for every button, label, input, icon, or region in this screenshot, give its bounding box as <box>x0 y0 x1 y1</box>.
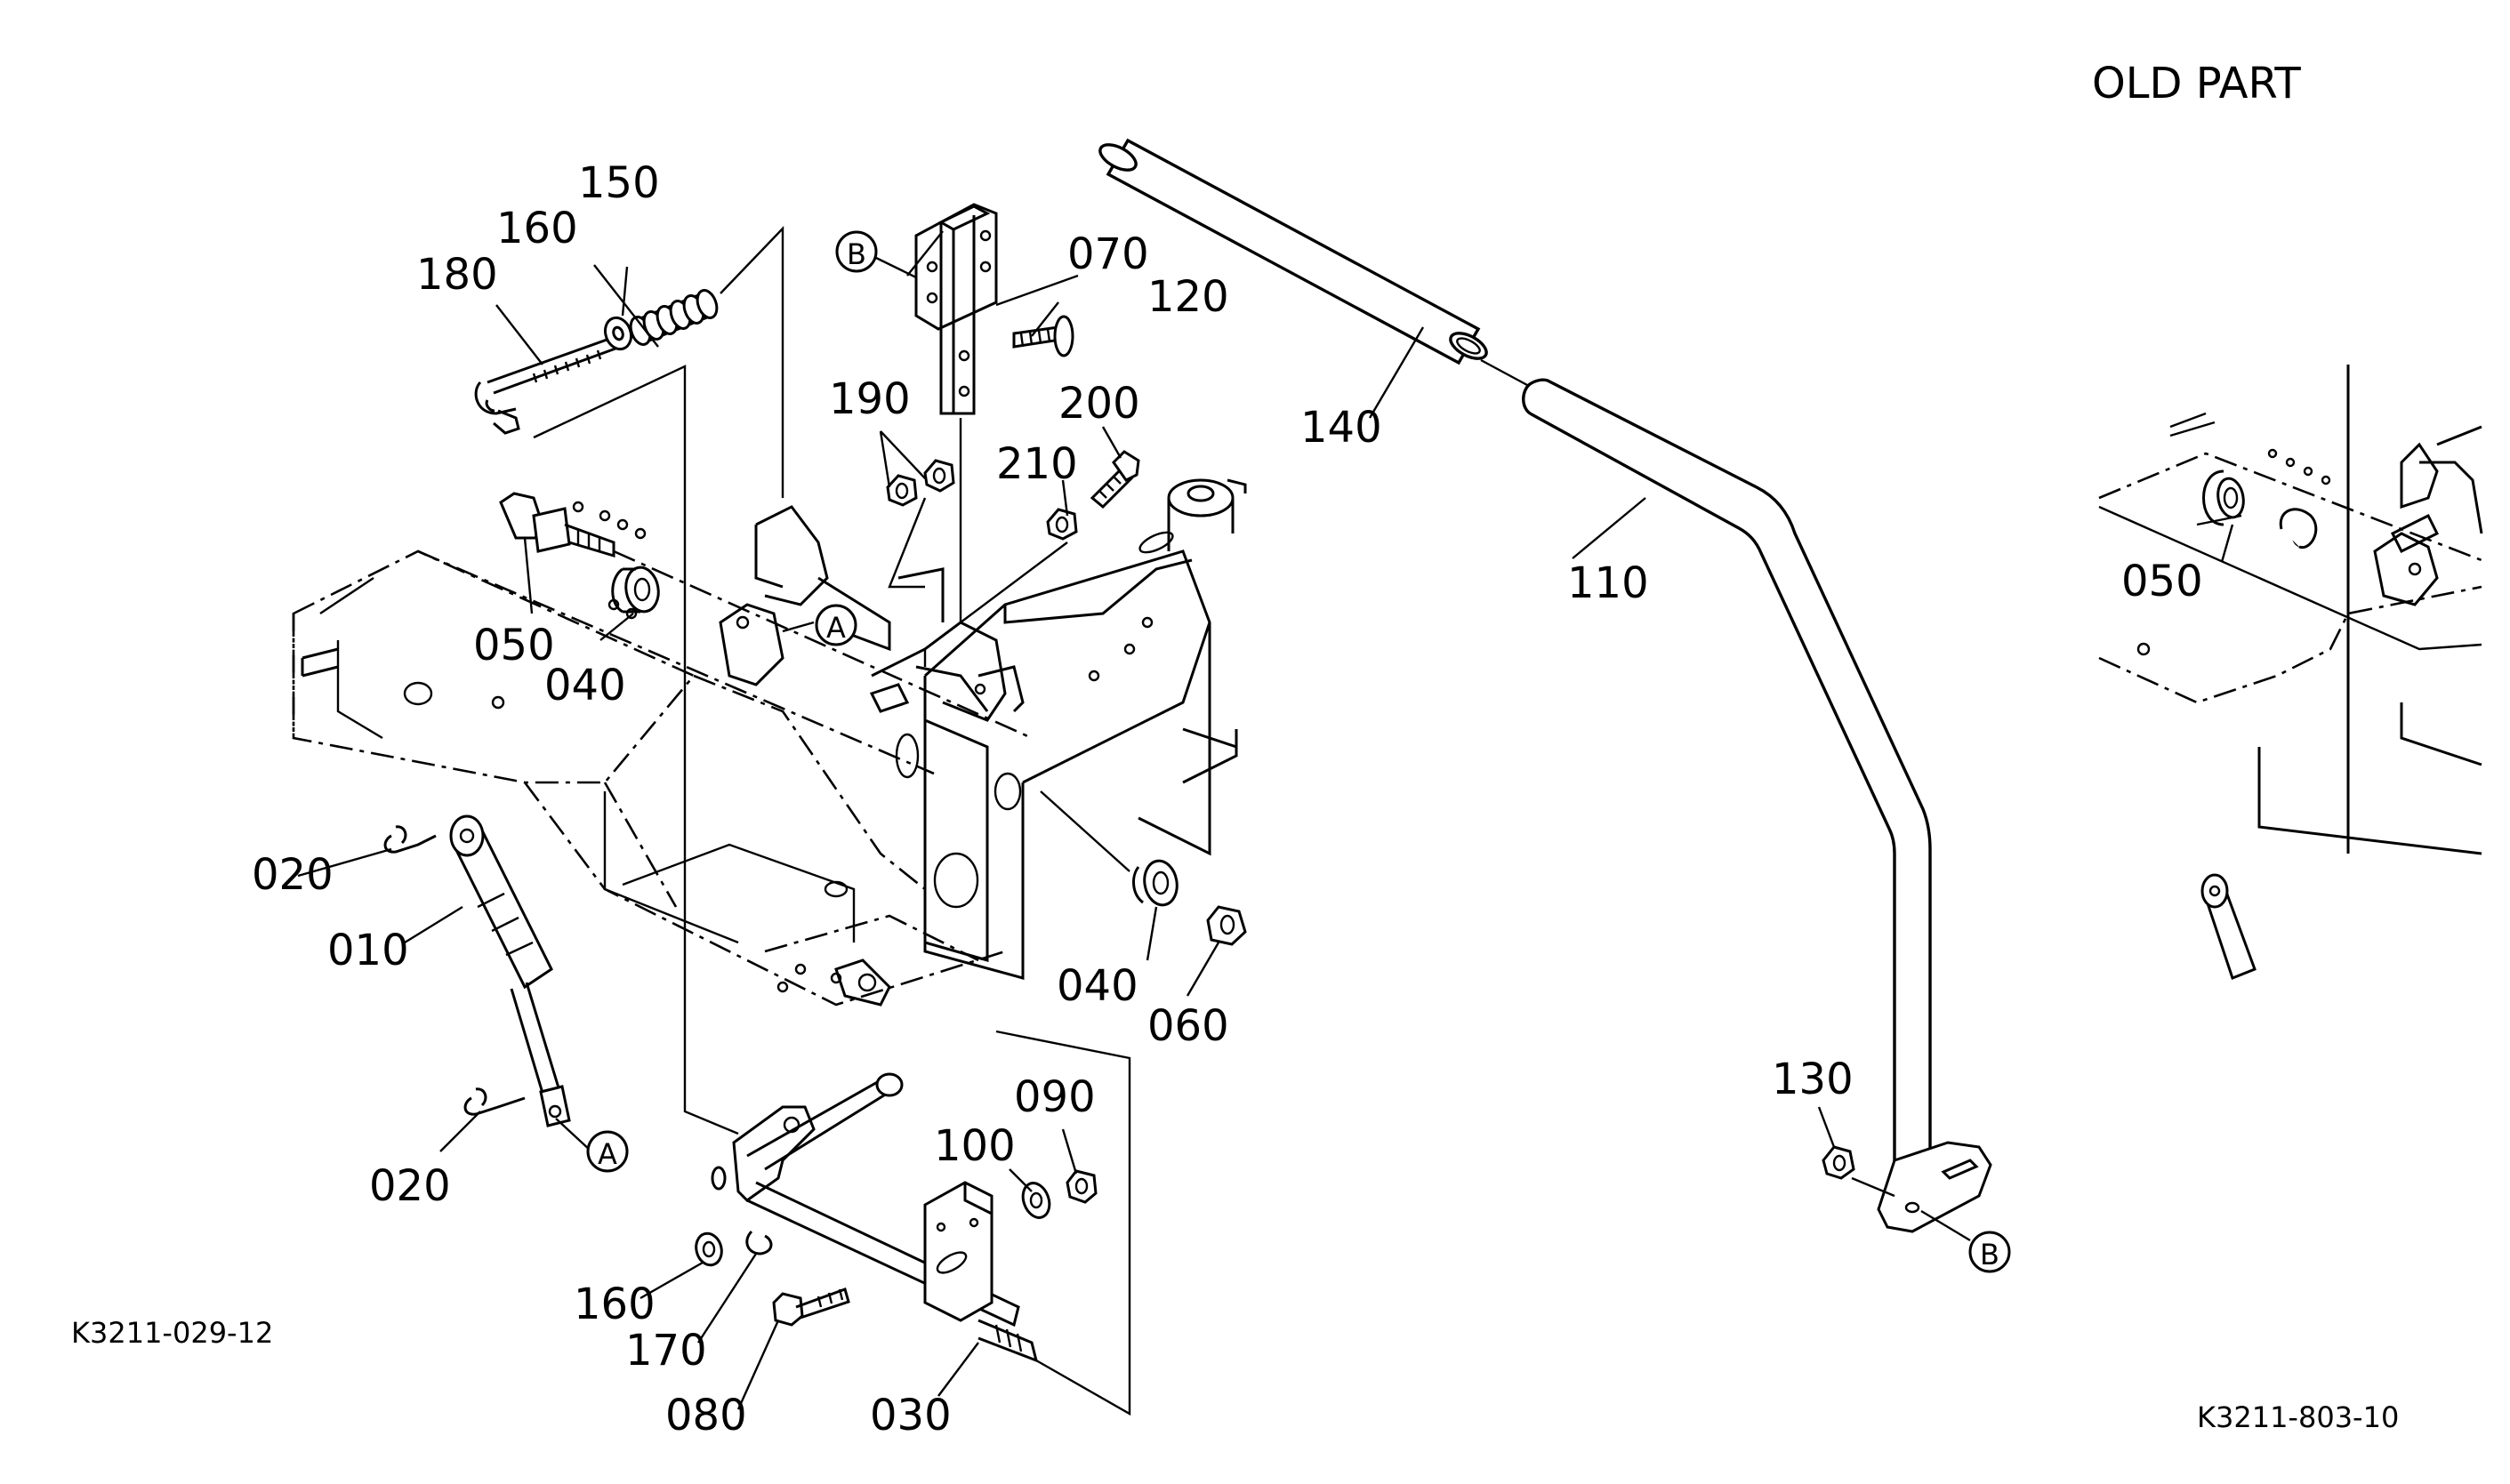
ref-a-mid: A <box>815 604 857 646</box>
ref-b-top-letter: B <box>847 237 866 271</box>
callout-040-upper: 040 <box>544 661 626 710</box>
ref-b-top: B <box>835 230 878 273</box>
callout-140: 140 <box>1300 403 1382 453</box>
callout-210: 210 <box>996 439 1078 489</box>
collar-050-bushing-040 <box>499 492 1033 740</box>
callout-180: 180 <box>416 250 498 300</box>
bracket-070-assembly <box>914 203 1074 622</box>
callout-070: 070 <box>1067 229 1149 279</box>
callout-120: 120 <box>1147 272 1229 322</box>
old-part-title: OLD PART <box>2092 59 2301 108</box>
lever-110 <box>1522 378 1992 1233</box>
callout-100: 100 <box>934 1121 1016 1171</box>
callout-labels: 150 160 180 070 120 190 200 210 140 110 … <box>252 158 2203 1440</box>
callout-150: 150 <box>578 158 660 208</box>
fasteners-top <box>886 450 1140 667</box>
callout-170: 170 <box>625 1326 707 1376</box>
old-part-inset <box>2098 365 2483 980</box>
drawing-code-left: K3211-029-12 <box>71 1316 273 1350</box>
callout-130: 130 <box>1772 1055 1854 1104</box>
gas-spring-010 <box>383 814 571 1127</box>
callout-080: 080 <box>665 1391 747 1440</box>
callout-190: 190 <box>829 374 911 424</box>
ref-a-low-letter: A <box>598 1137 617 1171</box>
callout-020-lower: 020 <box>369 1161 451 1211</box>
ref-a-mid-letter: A <box>826 611 846 645</box>
callout-050-main: 050 <box>473 621 555 670</box>
pipe-140 <box>1098 138 1540 393</box>
callout-010: 010 <box>327 926 409 975</box>
spring-rod-assembly <box>474 226 784 1135</box>
callout-110: 110 <box>1567 558 1649 608</box>
callout-090: 090 <box>1014 1072 1096 1122</box>
callout-060: 060 <box>1147 1001 1229 1051</box>
callout-040-lower: 040 <box>1057 961 1138 1011</box>
ref-a-low: A <box>586 1130 629 1173</box>
lever-030-assembly <box>695 1030 1131 1416</box>
callout-160-top: 160 <box>496 204 578 253</box>
leader-lines <box>297 230 2234 1410</box>
drawing-code-right: K3211-803-10 <box>2197 1400 2399 1434</box>
frame-assembly <box>292 478 1247 1007</box>
ref-b-low: B <box>1968 1231 2011 1273</box>
callout-030: 030 <box>870 1391 952 1440</box>
nut-130 <box>1822 1145 1895 1198</box>
bushing-040-nut-060 <box>1040 790 1247 946</box>
callout-160-lower: 160 <box>574 1279 656 1329</box>
callout-200: 200 <box>1058 379 1140 429</box>
callout-020-upper: 020 <box>252 850 334 900</box>
ref-b-low-letter: B <box>1980 1238 1999 1271</box>
callout-050-old: 050 <box>2121 557 2203 606</box>
